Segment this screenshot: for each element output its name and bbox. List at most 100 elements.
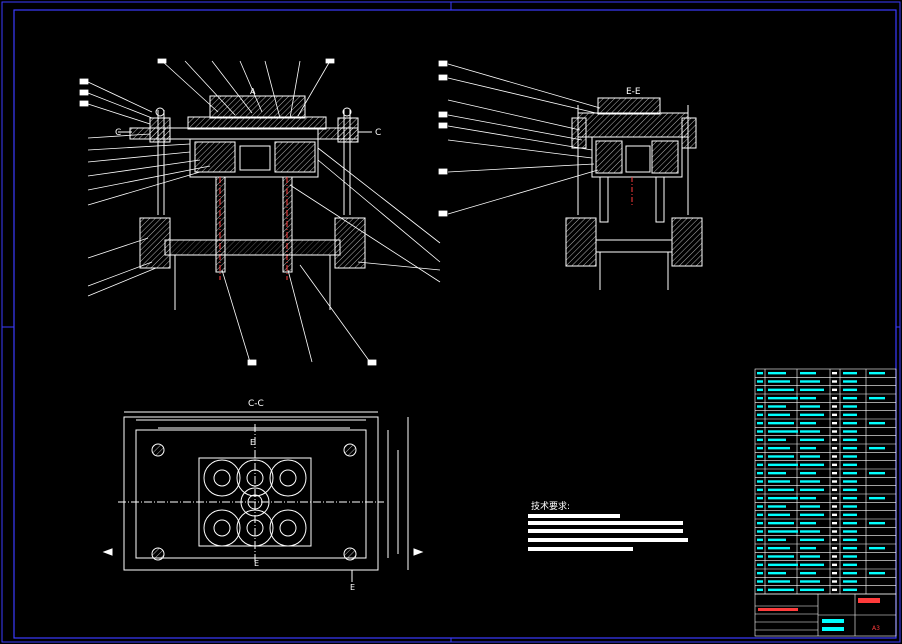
parts-cell-text <box>800 380 820 383</box>
parts-cell-text <box>757 538 763 542</box>
parts-cell-text <box>832 430 837 433</box>
parts-cell-text <box>757 421 763 425</box>
parts-cell-text <box>832 521 837 525</box>
parts-cell-text <box>832 530 837 533</box>
parts-cell-text <box>800 563 824 567</box>
parts-cell-text <box>768 530 798 533</box>
parts-cell-text <box>768 563 798 567</box>
parts-cell-text <box>768 538 786 542</box>
parts-cell-text <box>768 488 794 492</box>
parts-cell-text <box>768 480 790 483</box>
parts-cell-text <box>832 513 837 517</box>
parts-cell-text <box>800 538 824 542</box>
parts-cell-text <box>832 555 837 558</box>
parts-cell-text <box>843 405 857 408</box>
parts-cell-text <box>843 505 857 508</box>
parts-cell-text <box>768 555 794 558</box>
parts-cell-text <box>869 471 885 475</box>
parts-cell-text <box>832 413 837 417</box>
section-mark-c-right: C <box>375 128 381 138</box>
parts-cell-text <box>757 446 763 450</box>
parts-cell-text <box>843 455 857 458</box>
parts-cell-text <box>832 388 837 392</box>
parts-cell-text <box>843 446 857 450</box>
parts-cell-text <box>800 580 820 583</box>
parts-cell-text <box>800 421 816 425</box>
parts-cell-text <box>768 455 794 458</box>
parts-cell-text <box>768 463 798 467</box>
parts-cell-text <box>869 546 885 550</box>
parts-cell-text <box>757 430 763 433</box>
tech-requirements-heading: 技术要求: <box>531 500 570 512</box>
parts-cell-text <box>800 446 816 450</box>
leader-lines-side <box>438 60 601 217</box>
parts-list-table <box>754 368 897 595</box>
parts-list-cells <box>757 371 885 592</box>
side-view-title: E-E <box>626 87 641 97</box>
parts-cell-text <box>757 588 763 592</box>
sheet-size: A3 <box>872 625 880 632</box>
parts-cell-text <box>768 438 786 442</box>
parts-cell-text <box>757 463 763 467</box>
parts-cell-text <box>800 505 820 508</box>
parts-cell-text <box>832 455 837 458</box>
parts-cell-text <box>757 521 763 525</box>
parts-cell-text <box>832 546 837 550</box>
parts-cell-text <box>832 580 837 583</box>
parts-cell-text <box>757 413 763 417</box>
parts-cell-text <box>768 421 794 425</box>
parts-cell-text <box>800 371 816 375</box>
parts-cell-text <box>843 380 857 383</box>
parts-cell-text <box>869 521 885 525</box>
parts-cell-text <box>800 546 816 550</box>
parts-cell-text <box>768 430 798 433</box>
plan-view <box>102 411 424 582</box>
parts-cell-text <box>800 530 820 533</box>
parts-cell-text <box>768 521 794 525</box>
parts-cell-text <box>768 505 786 508</box>
section-mark-e-side: E <box>350 583 355 592</box>
parts-cell-text <box>843 546 857 550</box>
section-mark-e-top: E <box>250 438 255 447</box>
technical-requirements: 技术要求: <box>528 500 688 551</box>
parts-cell-text <box>843 421 857 425</box>
parts-cell-text <box>757 496 763 500</box>
side-section-view <box>565 97 703 290</box>
parts-cell-text <box>869 396 885 400</box>
parts-cell-text <box>757 405 763 408</box>
parts-cell-text <box>757 488 763 492</box>
parts-cell-text <box>768 371 786 375</box>
parts-cell-text <box>757 438 763 442</box>
parts-cell-text <box>832 488 837 492</box>
parts-cell-text <box>832 371 837 375</box>
parts-cell-text <box>800 555 820 558</box>
parts-cell-text <box>757 580 763 583</box>
parts-cell-text <box>832 588 837 592</box>
parts-cell-text <box>832 480 837 483</box>
parts-cell-text <box>800 438 824 442</box>
parts-cell-text <box>843 413 857 417</box>
parts-cell-text <box>800 513 824 517</box>
parts-cell-text <box>768 571 786 575</box>
parts-cell-text <box>843 371 857 375</box>
parts-cell-text <box>768 580 790 583</box>
parts-cell-text <box>757 480 763 483</box>
parts-cell-text <box>757 455 763 458</box>
parts-cell-text <box>757 571 763 575</box>
parts-cell-text <box>757 530 763 533</box>
parts-cell-text <box>800 388 824 392</box>
parts-cell-text <box>843 521 857 525</box>
parts-cell-text <box>832 505 837 508</box>
parts-cell-text <box>869 421 885 425</box>
parts-cell-text <box>757 371 763 375</box>
parts-cell-text <box>843 538 857 542</box>
parts-cell-text <box>768 405 786 408</box>
parts-cell-text <box>843 388 857 392</box>
parts-cell-text <box>768 396 798 400</box>
parts-cell-text <box>800 413 824 417</box>
title-block <box>754 593 897 637</box>
parts-cell-text <box>800 480 820 483</box>
parts-cell-text <box>800 588 824 592</box>
